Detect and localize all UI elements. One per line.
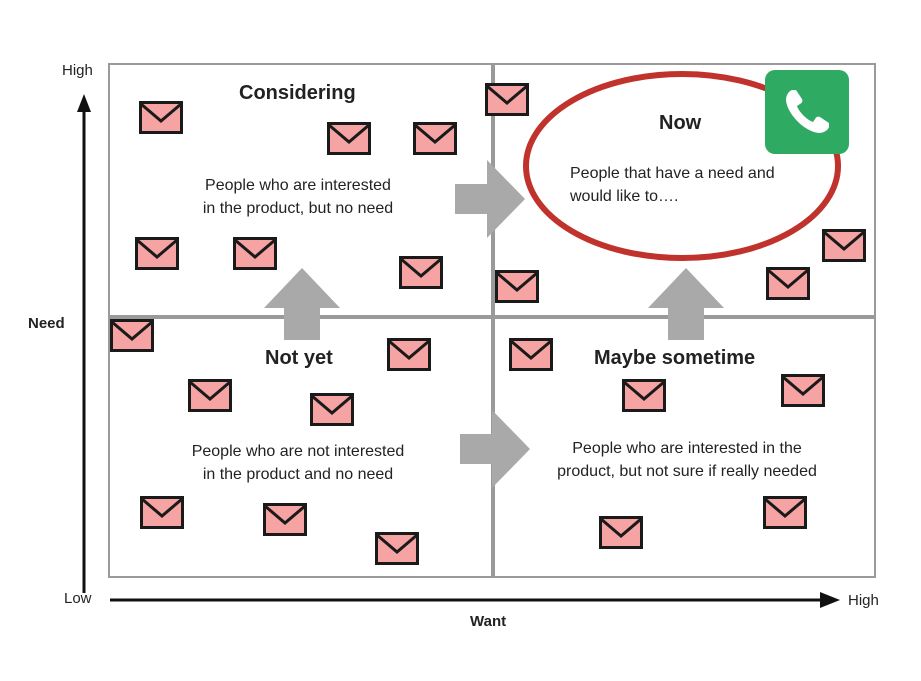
envelope-icon — [140, 496, 184, 529]
not-yet-description: People who are not interested in the pro… — [150, 440, 446, 486]
envelope-icon — [599, 516, 643, 549]
envelope-icon — [763, 496, 807, 529]
arrow-notyet-to-considering — [264, 268, 340, 340]
envelope-icon — [263, 503, 307, 536]
considering-description: People who are interested in the product… — [160, 174, 436, 220]
envelope-icon — [375, 532, 419, 565]
y-axis-high-label: High — [62, 62, 93, 79]
now-title: Now — [659, 112, 702, 134]
envelope-icon — [188, 379, 232, 412]
y-axis-title: Need — [28, 315, 65, 332]
x-axis-low-label: Low — [64, 590, 92, 607]
considering-description-line2: in the product, but no need — [202, 200, 394, 217]
envelope-icon — [822, 229, 866, 262]
not-yet-description-line1: People who are not interested — [191, 443, 405, 460]
arrow-notyet-to-maybe — [460, 410, 530, 488]
not-yet-description-line2: in the product and no need — [202, 466, 394, 483]
maybe-sometime-description: People who are interested in the product… — [522, 437, 852, 483]
now-description-line1: People that have a need and — [570, 165, 775, 182]
envelope-icon — [495, 270, 539, 303]
x-axis-title: Want — [470, 613, 507, 630]
y-axis-arrowhead — [77, 94, 91, 112]
maybe-sometime-description-line2: product, but not sure if really needed — [557, 463, 817, 480]
envelope-icon — [509, 338, 553, 371]
envelope-icon — [233, 237, 277, 270]
envelope-icon — [413, 122, 457, 155]
envelope-icon — [135, 237, 179, 270]
envelope-icon — [622, 379, 666, 412]
envelope-icon — [766, 267, 810, 300]
not-yet-title: Not yet — [265, 347, 333, 369]
maybe-sometime-title: Maybe sometime — [594, 347, 756, 369]
x-axis-high-label: High — [848, 592, 879, 609]
now-description-line2: would like to…. — [570, 188, 679, 205]
now-highlight-ellipse — [523, 71, 841, 261]
maybe-sometime-description-line1: People who are interested in the — [572, 440, 802, 457]
envelope-icon — [387, 338, 431, 371]
arrow-considering-to-now — [455, 160, 525, 238]
envelope-icon — [310, 393, 354, 426]
envelope-icon — [485, 83, 529, 116]
envelope-icon — [327, 122, 371, 155]
envelope-icon — [781, 374, 825, 407]
envelope-icon — [110, 319, 154, 352]
x-axis-arrowhead — [820, 592, 840, 608]
envelope-icon — [399, 256, 443, 289]
arrow-maybe-to-now — [648, 268, 724, 340]
phone-icon — [765, 70, 849, 154]
vertical-divider — [491, 63, 495, 578]
now-description: People that have a need and would like t… — [570, 162, 830, 208]
considering-description-line1: People who are interested — [205, 177, 391, 194]
considering-title: Considering — [239, 82, 356, 104]
horizontal-divider — [108, 315, 876, 319]
envelope-icon — [139, 101, 183, 134]
